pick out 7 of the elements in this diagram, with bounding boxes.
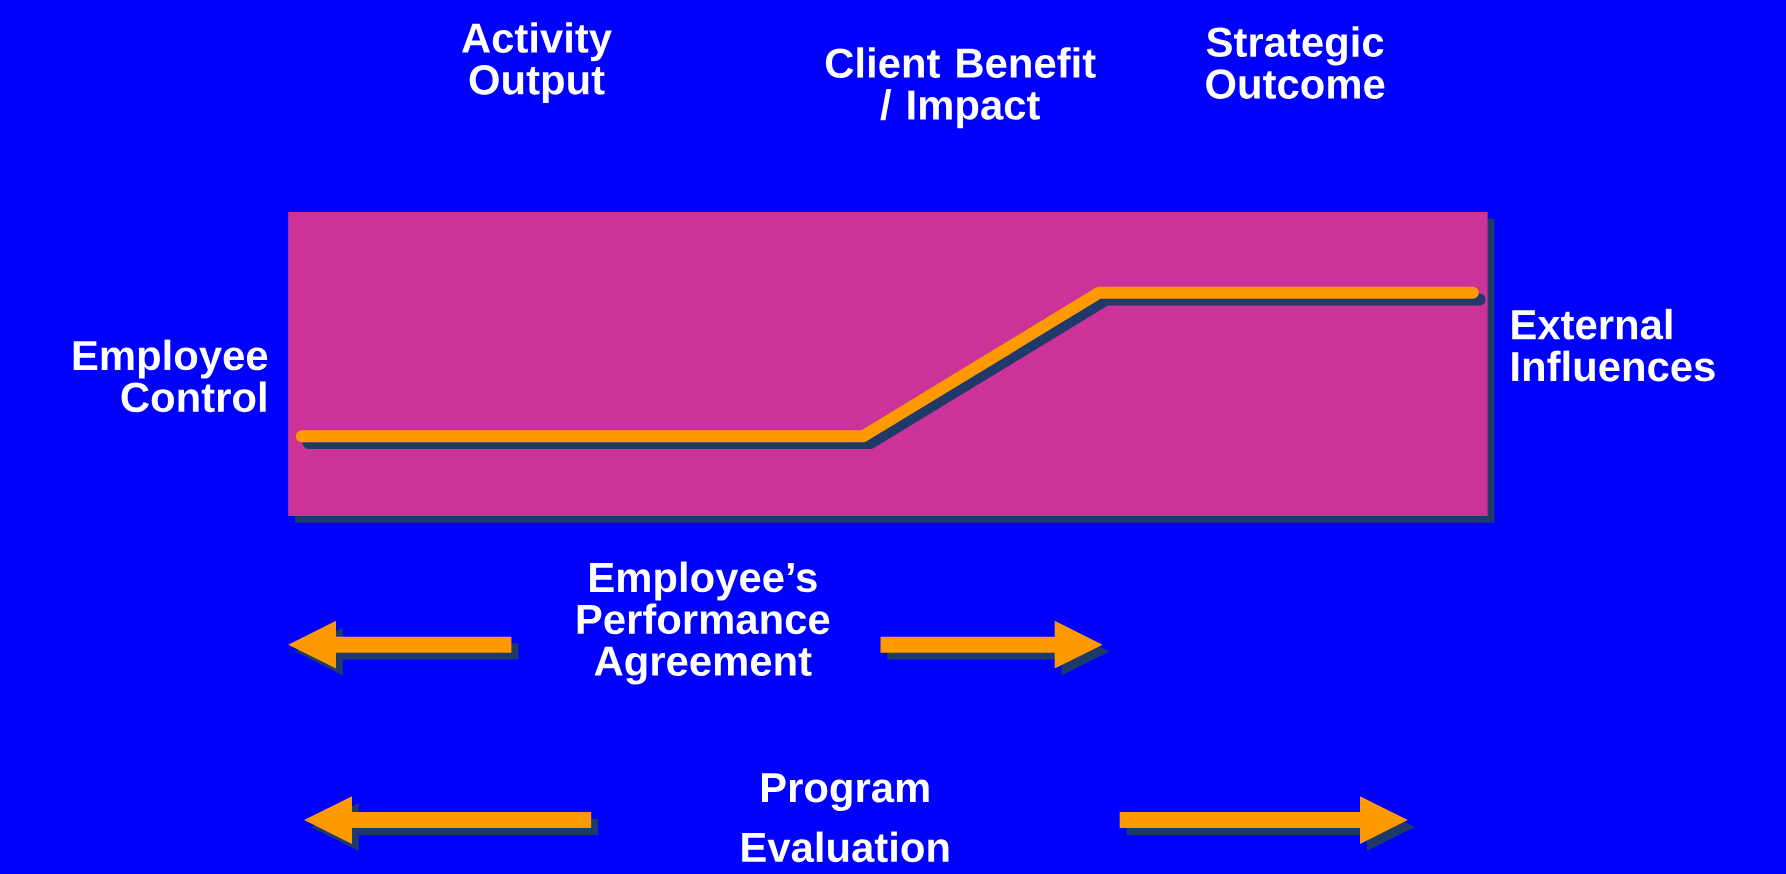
column-heading: Client Benefit / Impact — [825, 47, 1096, 129]
range-label: Program Evaluation — [742, 773, 949, 863]
range-label: Employee’s Performance Agreement — [577, 561, 830, 685]
axis-label: Employee Control — [73, 339, 268, 413]
column-heading: Strategic Outcome — [1206, 26, 1385, 99]
column-heading: Activity Output — [462, 22, 612, 104]
axis-label: External Influences — [1512, 308, 1715, 382]
